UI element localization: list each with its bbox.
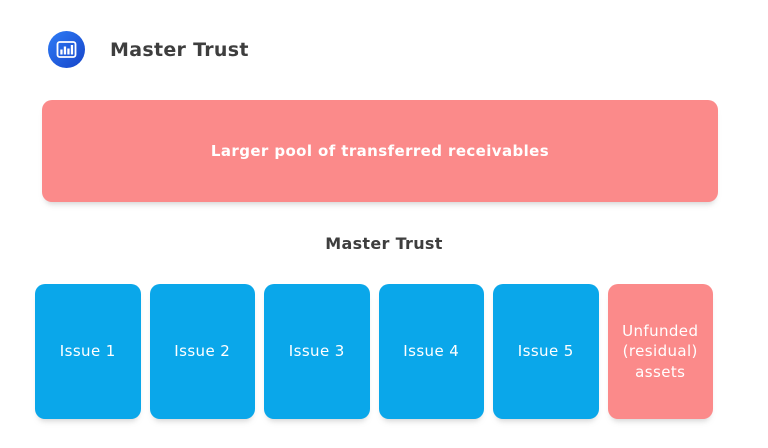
master-trust-label: Master Trust xyxy=(325,234,443,253)
bar-chart-icon xyxy=(48,31,85,68)
header: Master Trust xyxy=(48,31,249,68)
issue-1-label: Issue 1 xyxy=(59,342,116,361)
issue-3-label: Issue 3 xyxy=(288,342,345,361)
issue-2-box: Issue 2 xyxy=(149,284,255,419)
issue-5-box: Issue 5 xyxy=(493,284,599,419)
issue-4-label: Issue 4 xyxy=(403,342,460,361)
issue-5-label: Issue 5 xyxy=(517,342,574,361)
issues-row: Issue 1 Issue 2 Issue 3 Issue 4 Issue 5 … xyxy=(35,284,713,419)
issue-4-box: Issue 4 xyxy=(378,284,484,419)
issue-2-label: Issue 2 xyxy=(174,342,231,361)
page-title: Master Trust xyxy=(110,38,249,61)
pool-banner: Larger pool of transferred receivables xyxy=(42,100,718,202)
unfunded-assets-box: Unfunded (residual) assets xyxy=(607,284,713,419)
issue-3-box: Issue 3 xyxy=(264,284,370,419)
issue-1-box: Issue 1 xyxy=(35,284,141,419)
unfunded-assets-label: Unfunded (residual) assets xyxy=(622,322,699,381)
pool-banner-label: Larger pool of transferred receivables xyxy=(210,142,550,160)
